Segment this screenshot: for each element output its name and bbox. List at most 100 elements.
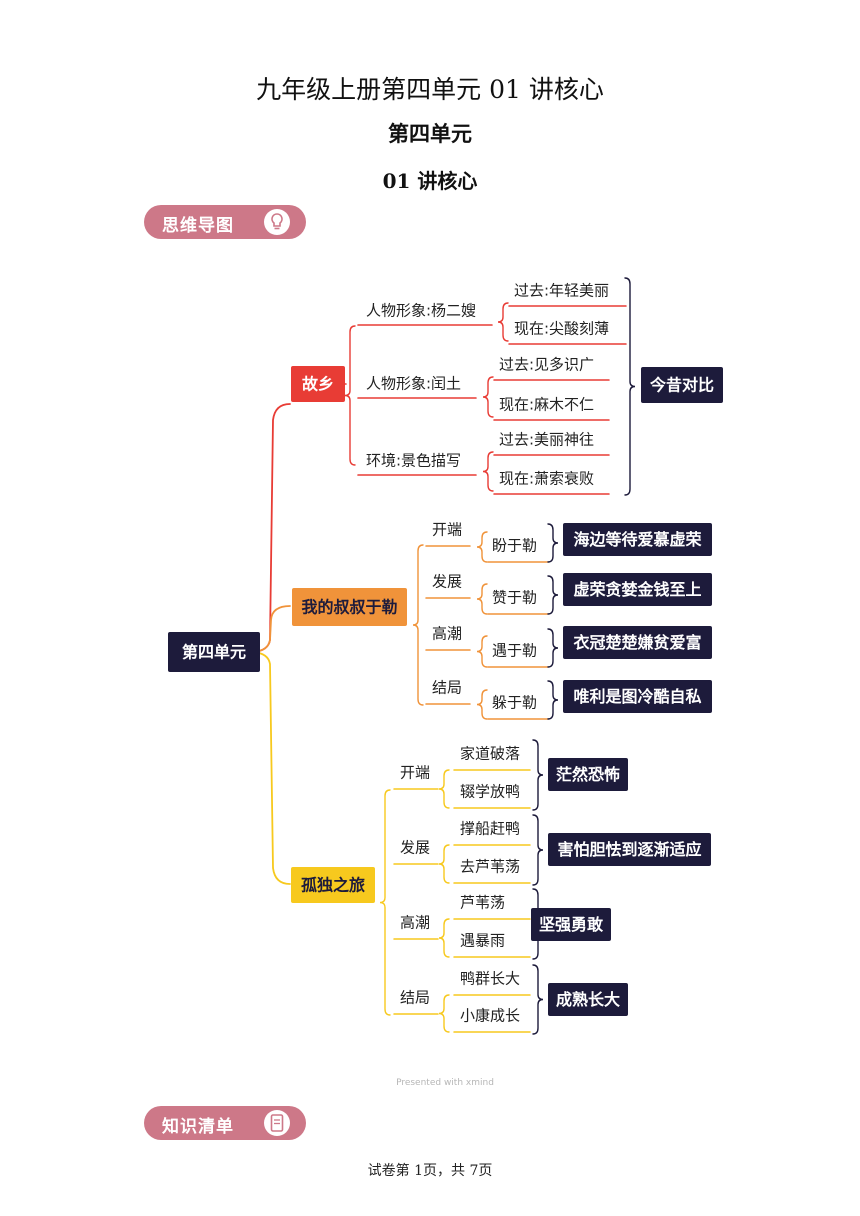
box-label: 衣冠楚楚嫌贫爱富 <box>573 633 701 652</box>
topic-label: 人物形象:闰土 <box>366 375 461 393</box>
box-label: 成熟长大 <box>556 990 620 1009</box>
unit-heading: 第四单元 <box>388 121 472 146</box>
lightbulb-icon <box>264 209 290 235</box>
box-label: 故乡 <box>302 375 334 394</box>
box-label: 唯利是图冷酷自私 <box>573 687 701 706</box>
box-fill <box>291 867 375 903</box>
topic-item: 鸭群长大 <box>460 970 520 988</box>
summary-box: 衣冠楚楚嫌贫爱富 <box>563 626 712 659</box>
topic-label: 人物形象:杨二嫂 <box>366 302 476 320</box>
bracket-line <box>438 918 450 958</box>
topic-item: 小康成长 <box>460 1007 520 1025</box>
bracket-line <box>379 789 391 1016</box>
stage-label: 结局 <box>400 989 430 1007</box>
root-box: 第四单元 <box>168 632 260 672</box>
box-label: 虚荣贪婪金钱至上 <box>573 580 701 599</box>
topic-item: 去芦苇荡 <box>460 858 520 876</box>
stage-label: 发展 <box>432 573 462 591</box>
topic-item: 遇于勒 <box>492 642 537 660</box>
box-label: 茫然恐怖 <box>556 765 620 784</box>
box-fill <box>291 366 345 402</box>
box-fill <box>548 758 628 791</box>
page-title: 九年级上册第四单元 01 讲核心 <box>256 75 604 104</box>
box-fill <box>168 632 260 672</box>
summary-box: 茫然恐怖 <box>548 758 628 791</box>
box-fill <box>563 680 712 713</box>
mindmap-section-pill: 思维导图 <box>144 205 306 239</box>
bracket-line <box>532 814 544 886</box>
topic-item: 盼于勒 <box>492 537 537 555</box>
topic-item: 过去:美丽神往 <box>499 431 594 449</box>
bracket-line <box>547 680 559 720</box>
bracket-line <box>547 575 559 615</box>
knowledge-section-pill: 知识清单 <box>144 1106 306 1140</box>
topic-item: 躲于勒 <box>492 694 537 712</box>
summary-box: 唯利是图冷酷自私 <box>563 680 712 713</box>
summary-box: 害怕胆怯到逐渐适应 <box>548 833 711 866</box>
summary-box: 虚荣贪婪金钱至上 <box>563 573 712 606</box>
box-fill <box>548 983 628 1016</box>
summary-box: 海边等待爱慕虚荣 <box>563 523 712 556</box>
bracket-line <box>476 583 488 615</box>
topic-item: 遇暴雨 <box>460 932 505 950</box>
box-fill <box>563 573 712 606</box>
branch-box-gudu: 孤独之旅 <box>291 867 375 903</box>
stage-label: 发展 <box>400 839 430 857</box>
topic-item: 芦苇荡 <box>460 894 505 912</box>
box-fill <box>641 367 723 403</box>
bracket-line <box>412 544 424 706</box>
bracket-line <box>476 531 488 563</box>
stage-label: 结局 <box>432 679 462 697</box>
topic-item: 赞于勒 <box>492 589 537 607</box>
stage-label: 开端 <box>432 521 462 539</box>
box-fill <box>548 833 711 866</box>
bracket-line <box>476 689 488 720</box>
box-label: 坚强勇敢 <box>539 915 604 934</box>
box-fill <box>563 523 712 556</box>
bracket-line <box>482 451 494 492</box>
topic-label: 环境:景色描写 <box>366 452 461 470</box>
bracket-line <box>344 325 356 466</box>
bracket-line <box>476 635 488 668</box>
topic-item: 撑船赶鸭 <box>460 820 520 838</box>
bracket-line <box>624 277 636 496</box>
stage-label: 开端 <box>400 764 430 782</box>
bracket-line <box>532 739 544 811</box>
summary-box: 坚强勇敢 <box>531 908 611 941</box>
xmind-watermark: Presented with xmind <box>396 1078 494 1088</box>
bracket-line <box>438 844 450 884</box>
topic-item: 现在:萧索衰败 <box>499 470 594 488</box>
knowledge-section-label: 知识清单 <box>162 1117 234 1137</box>
bracket-line <box>438 994 450 1033</box>
bracket-line <box>547 628 559 668</box>
box-fill <box>563 626 712 659</box>
notebook-icon <box>264 1110 290 1136</box>
topic-item: 过去:见多识广 <box>499 356 594 374</box>
mindmap-section-label: 思维导图 <box>162 216 234 236</box>
topic-item: 过去:年轻美丽 <box>514 282 609 300</box>
box-label: 孤独之旅 <box>301 876 365 895</box>
bracket-line <box>438 769 450 809</box>
box-label: 害怕胆怯到逐渐适应 <box>557 840 701 859</box>
bracket-line <box>532 964 544 1035</box>
stage-label: 高潮 <box>400 914 430 932</box>
topic-item: 现在:麻木不仁 <box>499 396 594 414</box>
stage-label: 高潮 <box>432 625 462 643</box>
box-label: 今昔对比 <box>649 376 714 395</box>
box-label: 第四单元 <box>182 643 246 662</box>
box-label: 海边等待爱慕虚荣 <box>573 530 701 549</box>
lesson-heading: 01 讲核心 <box>382 169 478 193</box>
bracket-line <box>547 523 559 563</box>
box-fill <box>292 588 407 626</box>
topic-item: 现在:尖酸刻薄 <box>514 320 609 338</box>
summary-box: 成熟长大 <box>548 983 628 1016</box>
trunk-line <box>249 651 291 885</box>
topic-item: 家道破落 <box>460 745 520 763</box>
topic-item: 辍学放鸭 <box>460 783 520 801</box>
bracket-line <box>497 302 509 342</box>
summary-box: 今昔对比 <box>641 367 723 403</box>
bracket-line <box>482 376 494 418</box>
box-label: 我的叔叔于勒 <box>301 598 397 617</box>
page-footer: 试卷第 1页，共 7页 <box>367 1163 493 1179</box>
